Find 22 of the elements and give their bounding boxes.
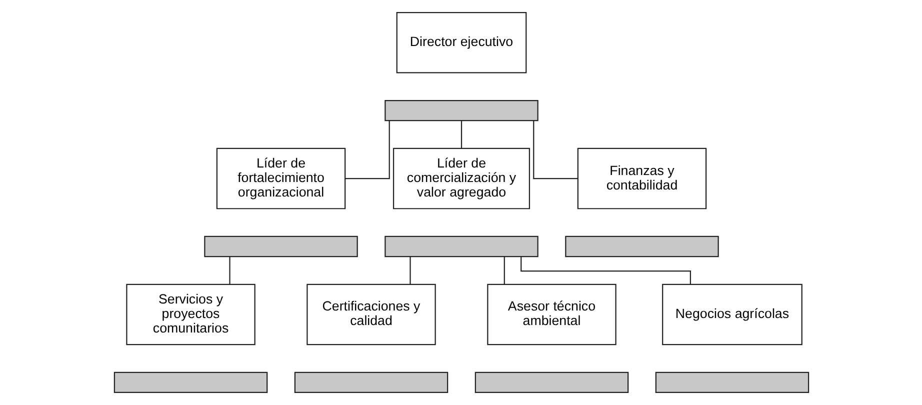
connector bbox=[409, 256, 410, 284]
node-box: Líder de fortalecimiento organizacional bbox=[216, 148, 346, 210]
node-bar bbox=[474, 372, 628, 394]
node-bar bbox=[294, 372, 448, 394]
node-box: Certificaciones y calidad bbox=[306, 284, 436, 346]
node-box: Negocios agrícolas bbox=[662, 284, 802, 346]
node-bar bbox=[384, 236, 538, 258]
node-box: Asesor técnico ambiental bbox=[486, 284, 616, 346]
connector bbox=[228, 256, 230, 284]
node-box: Director ejecutivo bbox=[396, 12, 526, 74]
node-box: Finanzas y contabilidad bbox=[576, 148, 706, 210]
node-bar bbox=[113, 372, 268, 394]
node-bar bbox=[384, 100, 538, 122]
node-bar bbox=[204, 236, 358, 258]
connector bbox=[460, 120, 462, 148]
node-box: Líder de comercialización y valor agregado bbox=[392, 148, 530, 210]
connector bbox=[503, 256, 504, 284]
node-box: Servicios y proyectos comunitarios bbox=[126, 284, 255, 346]
node-bar bbox=[654, 372, 809, 394]
node-bar bbox=[564, 236, 718, 258]
connector bbox=[344, 120, 390, 180]
connector bbox=[532, 120, 578, 180]
